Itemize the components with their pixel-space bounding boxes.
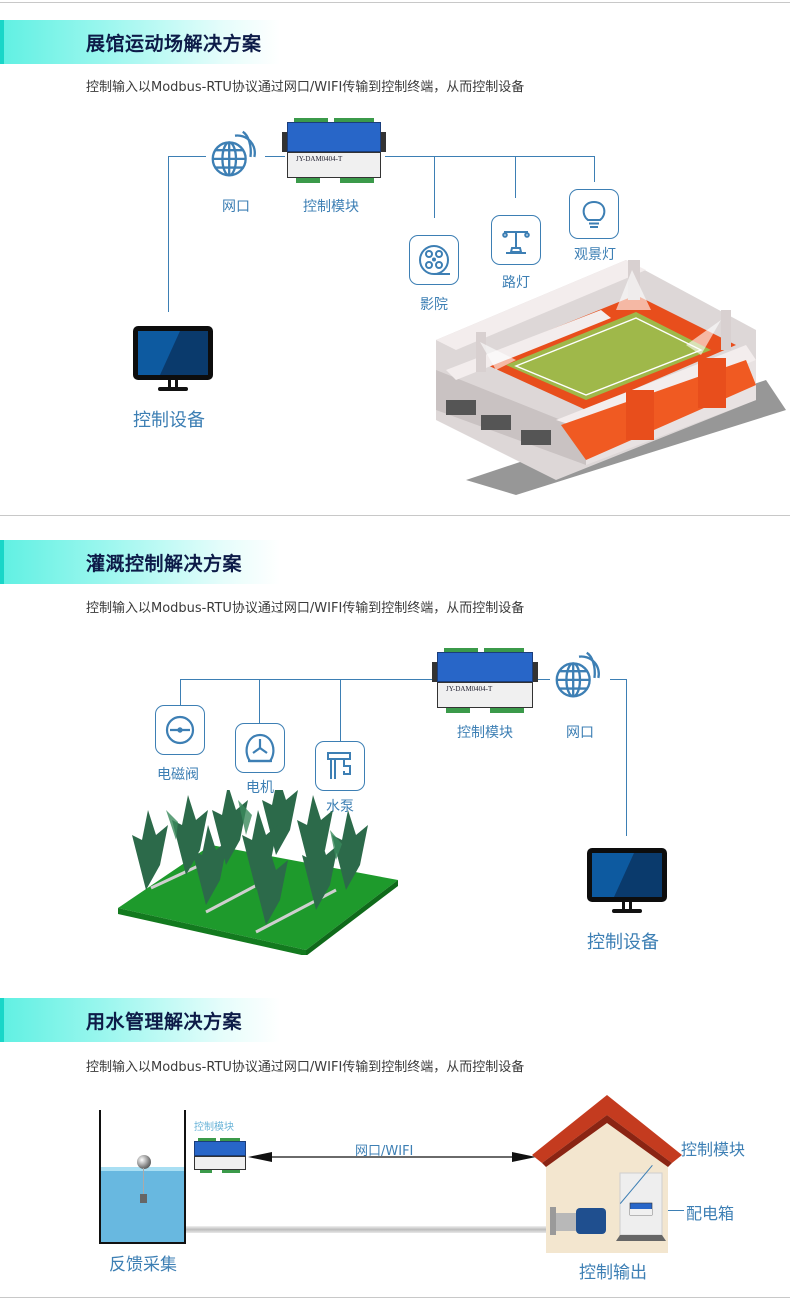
bottom-divider xyxy=(0,1297,790,1298)
label-control-module-small: 控制模块 xyxy=(194,1122,234,1133)
light-bulb-icon xyxy=(582,200,606,228)
top-divider xyxy=(0,2,790,3)
module-model-label: JY-DAM0404-T xyxy=(446,685,493,693)
connector-line xyxy=(259,679,260,723)
section-title: 展馆运动场解决方案 xyxy=(86,33,262,55)
cinema-device-box xyxy=(409,235,459,285)
motor-device-box xyxy=(235,723,285,773)
connector-line xyxy=(180,679,181,705)
header-accent-bar xyxy=(0,540,4,584)
water-tank-illustration xyxy=(99,1110,186,1244)
solenoid-valve-device-box xyxy=(155,705,205,755)
module-model-label: JY-DAM0404-T xyxy=(296,155,343,163)
header-accent-bar xyxy=(0,998,4,1042)
street-lamp-icon xyxy=(502,231,530,254)
globe-icon xyxy=(550,647,608,705)
label-motor: 电机 xyxy=(246,780,274,796)
connector-line xyxy=(594,156,595,182)
pump-icon xyxy=(327,752,351,779)
section-divider xyxy=(0,515,790,516)
connector-line xyxy=(434,156,435,218)
label-control-device: 控制设备 xyxy=(587,932,659,953)
pump-house-illustration xyxy=(532,1095,682,1255)
section-description: 控制输入以Modbus-RTU协议通过网口/WIFI传输到控制终端，从而控制设备 xyxy=(86,601,525,616)
valve-icon xyxy=(165,715,195,745)
label-control-device: 控制设备 xyxy=(133,410,205,431)
connector-line xyxy=(180,679,432,680)
label-control-module-house: 控制模块 xyxy=(681,1140,746,1159)
connector-line xyxy=(340,679,341,741)
section-header-irrigation: 灌溉控制解决方案 xyxy=(0,540,280,584)
label-water-pump: 水泵 xyxy=(326,799,354,815)
label-distribution-box: 配电箱 xyxy=(686,1204,735,1223)
landscape-light-device-box xyxy=(569,189,619,239)
control-module-device: JY-DAM0404-T xyxy=(432,648,538,716)
control-module-device: JY-DAM0404-T xyxy=(282,118,386,184)
connector-line xyxy=(168,156,169,312)
stadium-illustration xyxy=(436,250,786,495)
bidirectional-arrow xyxy=(248,1149,536,1163)
label-network: 网口 xyxy=(566,725,594,741)
label-control-output: 控制输出 xyxy=(579,1263,647,1283)
connector-line xyxy=(538,679,550,680)
street-light-device-box xyxy=(491,215,541,265)
section-title: 灌溉控制解决方案 xyxy=(86,553,243,575)
label-network-wifi: 网口/WIFI xyxy=(355,1144,414,1159)
connector-line xyxy=(610,679,627,680)
film-reel-icon xyxy=(419,245,450,275)
monitor-icon xyxy=(584,845,670,917)
section-description: 控制输入以Modbus-RTU协议通过网口/WIFI传输到控制终端，从而控制设备 xyxy=(86,80,525,95)
label-feedback-collection: 反馈采集 xyxy=(109,1255,177,1275)
globe-icon xyxy=(206,126,264,184)
control-module-device-small xyxy=(192,1138,248,1174)
label-landscape-light: 观景灯 xyxy=(574,247,616,263)
irrigation-field-illustration xyxy=(116,775,406,956)
header-accent-bar xyxy=(0,20,4,64)
section-header-stadium: 展馆运动场解决方案 xyxy=(0,20,280,64)
connector-line xyxy=(626,679,627,836)
water-pump-device-box xyxy=(315,741,365,791)
connector-line xyxy=(265,156,285,157)
float-sensor-icon xyxy=(137,1155,151,1169)
label-control-module: 控制模块 xyxy=(457,725,513,741)
motor-icon xyxy=(245,733,275,763)
connector-line xyxy=(168,156,206,157)
label-control-module: 控制模块 xyxy=(303,199,359,215)
connector-line xyxy=(515,156,516,198)
section-header-water-management: 用水管理解决方案 xyxy=(0,998,280,1042)
section-description: 控制输入以Modbus-RTU协议通过网口/WIFI传输到控制终端，从而控制设备 xyxy=(86,1060,525,1075)
monitor-icon xyxy=(130,323,216,395)
label-street-light: 路灯 xyxy=(502,275,530,291)
label-cinema: 影院 xyxy=(420,297,448,313)
section-title: 用水管理解决方案 xyxy=(86,1011,243,1033)
pointer-line xyxy=(668,1210,684,1211)
label-solenoid-valve: 电磁阀 xyxy=(157,767,199,783)
water-pipe xyxy=(186,1226,556,1233)
connector-line xyxy=(385,156,595,157)
label-network: 网口 xyxy=(222,199,250,215)
